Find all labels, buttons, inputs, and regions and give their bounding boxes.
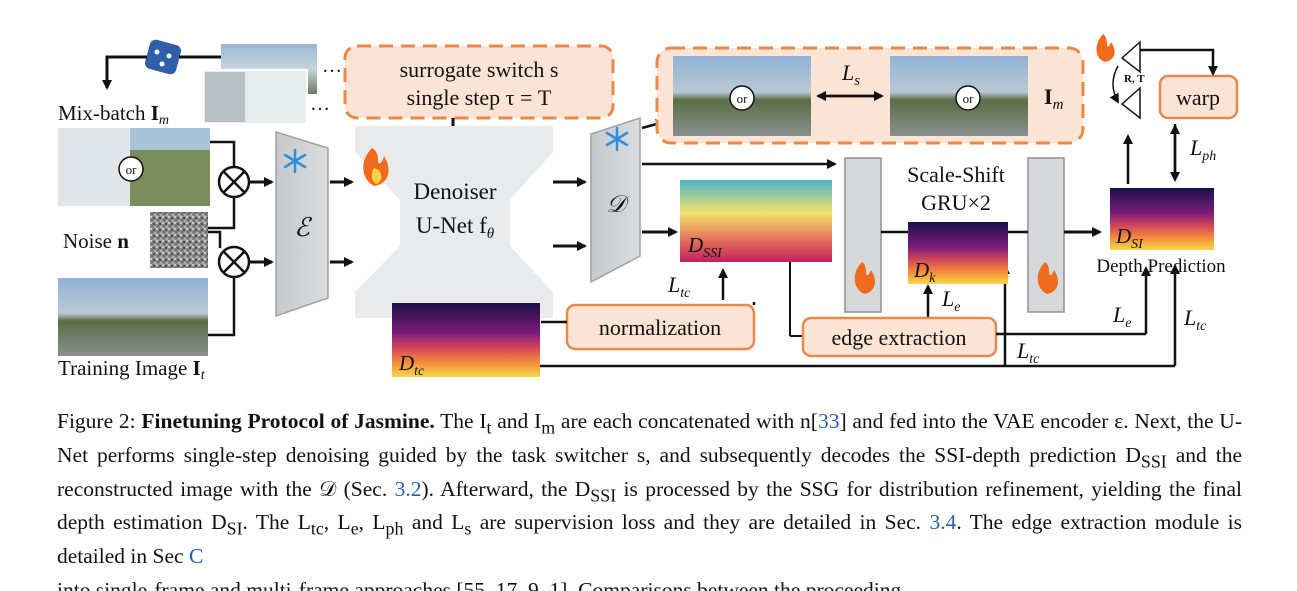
training-image: [58, 278, 208, 356]
svg-text:Le: Le: [941, 286, 960, 315]
concat-symbol-bottom: [217, 245, 251, 279]
svg-text:ℰ: ℰ: [294, 213, 312, 242]
noise-image: [150, 212, 208, 268]
svg-text:DSSI: DSSI: [687, 233, 723, 261]
snowflake-icon: [283, 148, 307, 174]
svg-text:Le: Le: [1112, 302, 1131, 331]
normalization-box: [565, 303, 756, 351]
dk-image: [908, 222, 1008, 284]
snowflake-icon: [605, 126, 629, 152]
section-link[interactable]: 3.2: [394, 476, 422, 501]
warp-box: [1158, 74, 1239, 120]
vae-encoder: [275, 130, 329, 318]
body-text-cut: into single-frame and multi-frame approa…: [57, 578, 902, 591]
vae-decoder: [590, 116, 641, 284]
svg-text:GRU×2: GRU×2: [921, 190, 991, 215]
svg-text:or: or: [737, 91, 749, 106]
fire-icon: [1096, 34, 1115, 62]
svg-text:Dtc: Dtc: [398, 351, 425, 379]
svg-text:R, T: R, T: [1124, 73, 1145, 85]
svg-text:…: …: [322, 55, 342, 77]
or-badge: [118, 156, 144, 182]
fire-icon: [1037, 262, 1059, 294]
svg-text:single step τ = T: single step τ = T: [407, 85, 552, 110]
svg-text:Lph: Lph: [1189, 135, 1216, 164]
svg-text:U-Net fθ: U-Net fθ: [416, 213, 495, 242]
svg-text:DSI: DSI: [1115, 224, 1144, 252]
citation-link[interactable]: 33: [817, 409, 840, 433]
pose-net-icon: [1120, 40, 1141, 120]
dtc-image: [392, 303, 540, 377]
gru-block-1: [844, 157, 882, 313]
fire-icon: [854, 262, 876, 294]
svg-text:Im: Im: [1044, 84, 1064, 113]
training-image-label: Training Image It: [58, 356, 206, 383]
dsi-image: [1110, 188, 1214, 250]
svg-text:or: or: [963, 91, 975, 106]
mix-batch-label: Mix-batch Im: [58, 101, 169, 128]
svg-text:Dk: Dk: [913, 258, 936, 286]
svg-text:Ltc: Ltc: [1016, 338, 1040, 367]
svg-text:…: …: [310, 93, 330, 115]
denoiser-unet: [355, 126, 553, 318]
svg-text:surrogate switch s: surrogate switch s: [400, 57, 559, 82]
svg-text:Scale-Shift: Scale-Shift: [907, 162, 1005, 187]
svg-text:Depth Prediction: Depth Prediction: [1096, 256, 1226, 277]
svg-text:edge extraction: edge extraction: [832, 325, 967, 350]
svg-text:or: or: [126, 162, 138, 177]
appendix-link[interactable]: C: [188, 544, 204, 569]
svg-text:Ls: Ls: [841, 60, 860, 89]
dssi-image: [680, 180, 832, 262]
svg-text:Ltc: Ltc: [1183, 305, 1207, 334]
section-link[interactable]: 3.4: [929, 510, 957, 535]
figure-caption: Figure 2: Finetuning Protocol of Jasmine…: [57, 409, 1243, 569]
svg-text:normalization: normalization: [599, 315, 721, 340]
svg-text:Denoiser: Denoiser: [413, 179, 496, 204]
surrogate-switch-box: [343, 44, 615, 120]
svg-text:Ltc: Ltc: [667, 272, 691, 301]
svg-text:warp: warp: [1176, 85, 1220, 110]
concat-symbol-top: [217, 165, 251, 199]
dice-icon: [145, 39, 181, 75]
noise-label: Noise n: [63, 229, 129, 253]
mix-batch-arrow: [102, 55, 147, 90]
fire-icon: [363, 148, 389, 186]
edge-extraction-box: [801, 316, 998, 358]
framework-diagram: … … Mix-batch Im or Noise n Training Ima…: [58, 34, 1239, 383]
